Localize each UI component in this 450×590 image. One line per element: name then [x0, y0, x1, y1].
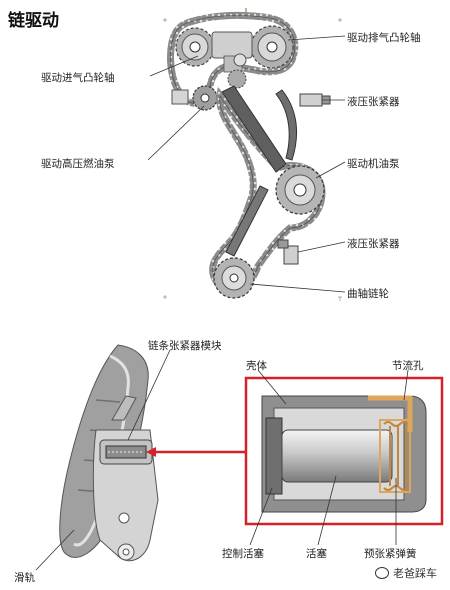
- piston-element: [281, 429, 393, 483]
- label-tensioner-module: 链条张紧器模块: [148, 340, 222, 352]
- diagram-title: 链驱动: [8, 11, 59, 31]
- leader-lines: [147, 35, 346, 293]
- watermark: 老爸踩车: [375, 565, 437, 581]
- label-control-piston: 控制活塞: [222, 548, 264, 560]
- label-preload-spring: 预张紧弹簧: [364, 548, 417, 560]
- watermark-text: 老爸踩车: [393, 567, 437, 580]
- engine-chain-drive: [147, 8, 346, 301]
- label-oil-pump: 驱动机油泵: [347, 158, 400, 170]
- label-tensioner-upper: 液压张紧器: [347, 96, 400, 108]
- oil-pump-sprocket: [275, 165, 325, 215]
- lower-hydraulic-tensioner: [277, 239, 299, 265]
- label-guide-rail: 滑轨: [14, 572, 35, 584]
- hp-fuel-pump-sprocket: [192, 85, 218, 111]
- highlight-frame: [244, 376, 444, 526]
- crankshaft-sprocket: [213, 257, 255, 299]
- exhaust-cam-sprocket: [250, 25, 294, 69]
- label-piston: 活塞: [306, 548, 327, 560]
- wechat-icon: [375, 567, 389, 579]
- label-housing: 壳体: [246, 360, 267, 372]
- label-throttle-hole: 节流孔: [392, 360, 424, 372]
- label-crank-sprocket: 曲轴链轮: [347, 288, 389, 300]
- preload-spring-element: [383, 421, 409, 491]
- label-tensioner-lower: 液压张紧器: [347, 238, 400, 250]
- tensioner-module-detail: [35, 344, 444, 571]
- tensioner-cutaway: [261, 395, 427, 513]
- label-hp-fuel-pump: 驱动高压燃油泵: [41, 158, 115, 170]
- label-intake-cam: 驱动进气凸轮轴: [41, 72, 115, 84]
- label-exhaust-cam: 驱动排气凸轮轴: [347, 32, 421, 44]
- intake-cam-sprocket: [175, 27, 215, 67]
